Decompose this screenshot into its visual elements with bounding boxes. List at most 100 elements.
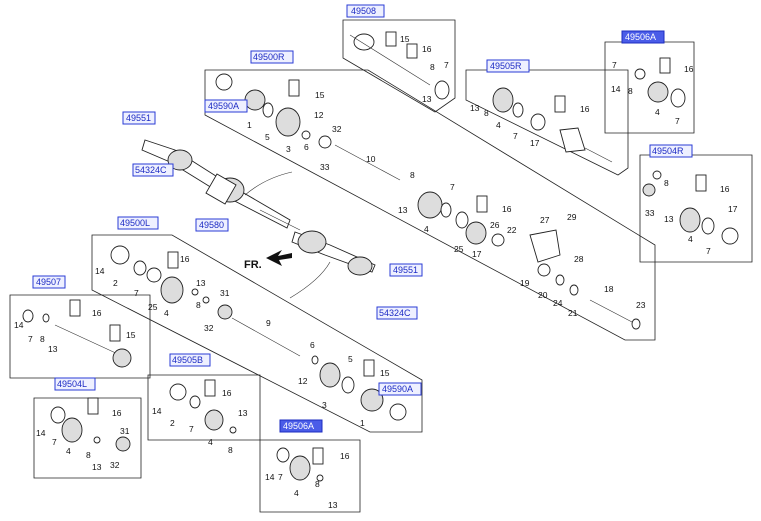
svg-text:16: 16	[422, 44, 432, 54]
svg-text:18: 18	[604, 284, 614, 294]
section-curve-upper	[244, 171, 293, 196]
svg-text:17: 17	[472, 249, 482, 259]
svg-text:14: 14	[611, 84, 621, 94]
svg-text:8: 8	[430, 62, 435, 72]
label-54324c-top[interactable]: 54324C	[132, 163, 174, 177]
svg-text:4: 4	[655, 107, 660, 117]
svg-text:4: 4	[66, 446, 71, 456]
svg-text:7: 7	[612, 60, 617, 70]
component-shapes	[22, 31, 739, 482]
svg-text:25: 25	[454, 244, 464, 254]
svg-text:23: 23	[636, 300, 646, 310]
section-curve-lower	[289, 261, 331, 299]
svg-text:49505R: 49505R	[490, 61, 522, 71]
svg-text:32: 32	[204, 323, 214, 333]
svg-text:49506A: 49506A	[283, 421, 314, 431]
svg-text:6: 6	[304, 142, 309, 152]
label-49507[interactable]: 49507	[32, 275, 66, 289]
label-54324c-mid[interactable]: 54324C	[376, 306, 418, 320]
svg-text:49508: 49508	[351, 6, 376, 16]
front-direction-indicator: FR.	[244, 250, 292, 271]
label-49500r[interactable]: 49500R	[250, 50, 294, 64]
label-49500l[interactable]: 49500L	[117, 216, 159, 230]
frame-49506a-bot	[259, 439, 361, 513]
svg-text:31: 31	[120, 426, 130, 436]
svg-text:8: 8	[315, 479, 320, 489]
label-49505b[interactable]: 49505B	[169, 353, 211, 367]
svg-text:33: 33	[320, 162, 330, 172]
svg-text:16: 16	[92, 308, 102, 318]
svg-text:2: 2	[113, 278, 118, 288]
svg-text:24: 24	[553, 298, 563, 308]
svg-text:16: 16	[684, 64, 694, 74]
svg-text:1: 1	[247, 120, 252, 130]
svg-text:13: 13	[92, 462, 102, 472]
label-49506a-top[interactable]: 49506A	[621, 30, 665, 44]
svg-text:6: 6	[310, 340, 315, 350]
svg-text:49504L: 49504L	[57, 379, 87, 389]
right-driveshaft-assembly	[141, 139, 301, 231]
label-49504l[interactable]: 49504L	[54, 377, 96, 391]
svg-text:31: 31	[220, 288, 230, 298]
label-49506a-bot[interactable]: 49506A	[279, 419, 323, 433]
svg-text:20: 20	[538, 290, 548, 300]
svg-text:14: 14	[36, 428, 46, 438]
svg-text:27: 27	[540, 215, 550, 225]
svg-text:4: 4	[424, 224, 429, 234]
svg-text:26: 26	[490, 220, 500, 230]
svg-text:7: 7	[52, 437, 57, 447]
svg-text:13: 13	[196, 278, 206, 288]
frame-49500l	[91, 234, 423, 433]
svg-text:49500R: 49500R	[253, 52, 285, 62]
frame-49508	[342, 19, 456, 113]
label-49505r[interactable]: 49505R	[486, 59, 530, 73]
svg-text:49506A: 49506A	[625, 32, 656, 42]
label-49508[interactable]: 49508	[346, 4, 385, 18]
label-49580[interactable]: 49580	[195, 218, 229, 232]
svg-text:28: 28	[574, 254, 584, 264]
svg-text:32: 32	[332, 124, 342, 134]
svg-text:15: 15	[400, 34, 410, 44]
svg-text:5: 5	[348, 354, 353, 364]
svg-text:19: 19	[520, 278, 530, 288]
label-49551-top[interactable]: 49551	[122, 111, 156, 125]
label-49551-mid[interactable]: 49551	[389, 263, 423, 277]
svg-text:4: 4	[164, 308, 169, 318]
svg-text:15: 15	[380, 368, 390, 378]
svg-text:2: 2	[170, 418, 175, 428]
svg-text:7: 7	[706, 246, 711, 256]
svg-text:33: 33	[645, 208, 655, 218]
svg-text:49551: 49551	[393, 265, 418, 275]
svg-text:14: 14	[14, 320, 24, 330]
svg-text:29: 29	[567, 212, 577, 222]
svg-text:9: 9	[266, 318, 271, 328]
svg-text:8: 8	[664, 178, 669, 188]
frame-49504l	[33, 397, 142, 479]
svg-text:49500L: 49500L	[120, 218, 150, 228]
svg-text:49551: 49551	[126, 113, 151, 123]
svg-text:8: 8	[40, 334, 45, 344]
frame-49504r	[639, 154, 753, 263]
svg-text:49505B: 49505B	[172, 355, 203, 365]
left-driveshaft-assembly	[291, 230, 376, 276]
svg-text:8: 8	[86, 450, 91, 460]
label-49590a-bot[interactable]: 49590A	[378, 382, 422, 396]
svg-text:16: 16	[502, 204, 512, 214]
svg-text:16: 16	[180, 254, 190, 264]
svg-text:54324C: 54324C	[379, 308, 411, 318]
label-49590a-top[interactable]: 49590A	[204, 99, 248, 113]
frame-49500r	[204, 69, 656, 341]
svg-text:13: 13	[470, 103, 480, 113]
svg-text:21: 21	[568, 308, 578, 318]
svg-text:4: 4	[294, 488, 299, 498]
svg-text:7: 7	[189, 424, 194, 434]
svg-text:16: 16	[720, 184, 730, 194]
svg-text:7: 7	[450, 182, 455, 192]
svg-text:22: 22	[507, 225, 517, 235]
svg-text:15: 15	[126, 330, 136, 340]
label-49504r[interactable]: 49504R	[649, 144, 693, 158]
svg-text:14: 14	[95, 266, 105, 276]
svg-text:7: 7	[513, 131, 518, 141]
svg-text:3: 3	[286, 144, 291, 154]
